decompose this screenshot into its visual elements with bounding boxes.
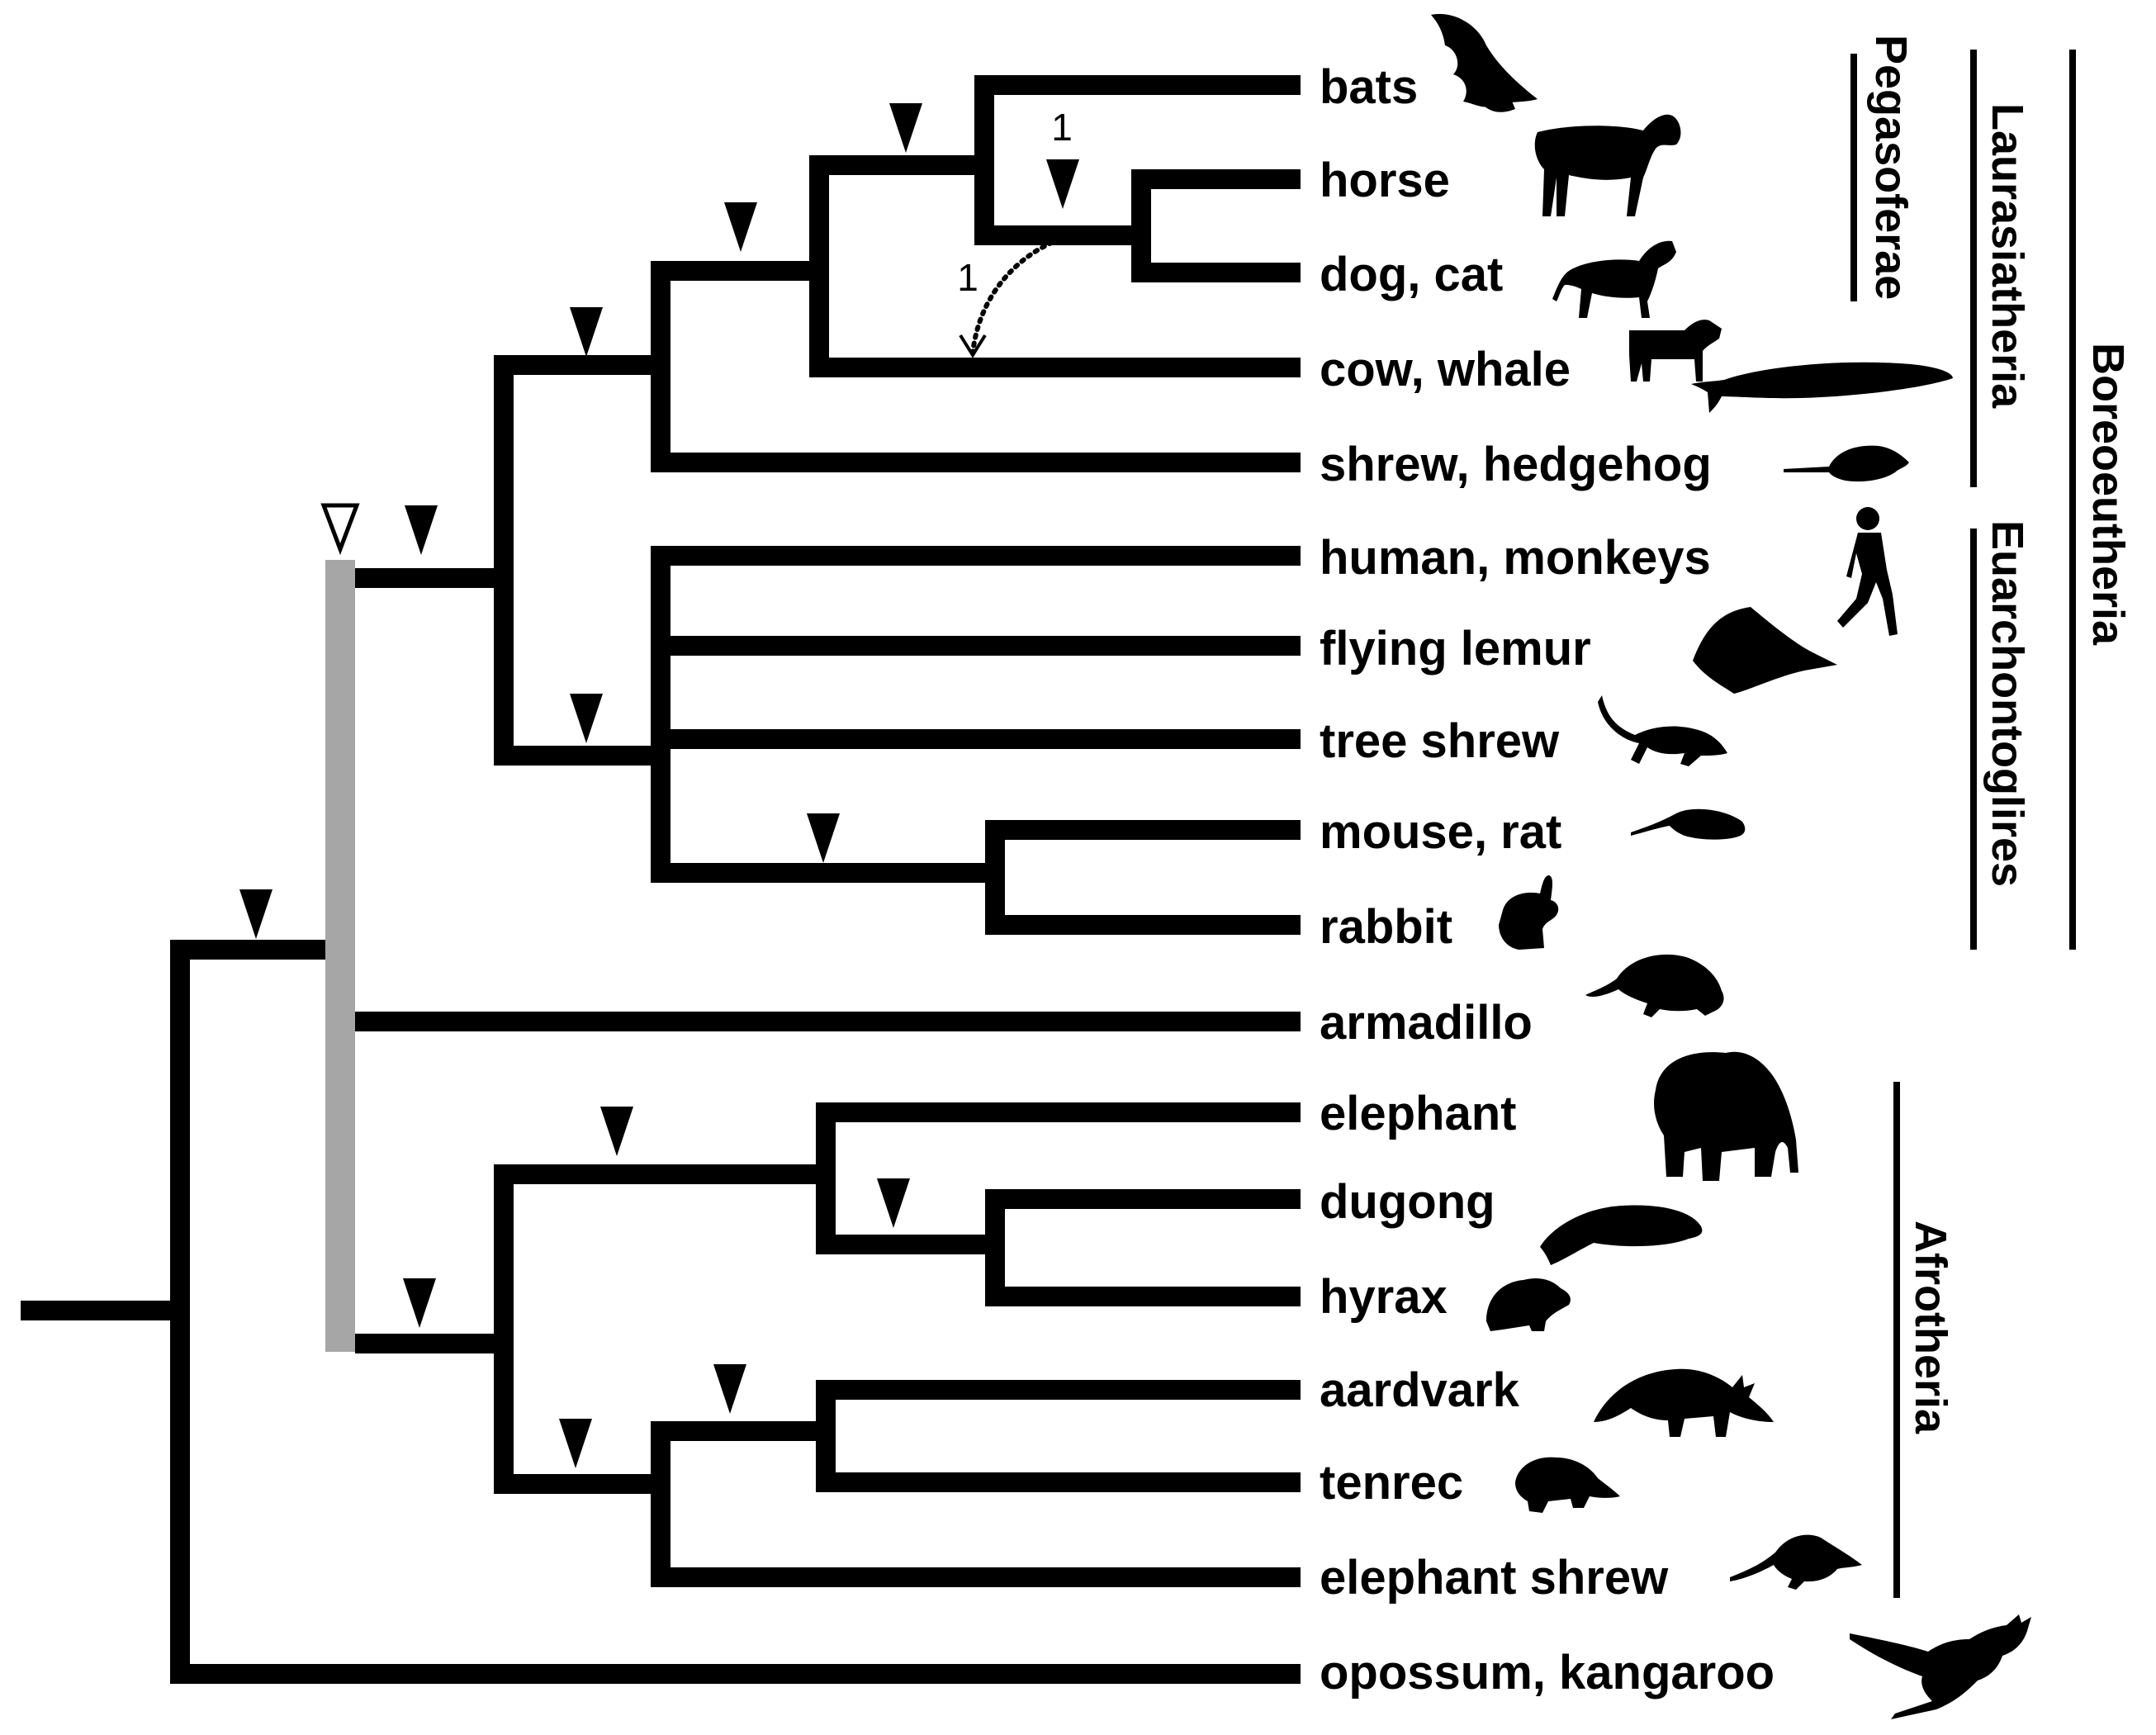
clade-labels: Pegasoferae Laurasiatheria Euarchontogli… (1866, 35, 2133, 1434)
marker-glires (807, 813, 840, 863)
animal-silhouettes (1431, 13, 2031, 1719)
clade-bars (1850, 50, 2076, 1598)
taxon-label-hyrax: hyrax (1320, 1270, 1448, 1324)
marker-dugong-hyrax (877, 1178, 910, 1228)
taxon-label-opossum-kangaroo: opossum, kangaroo (1320, 1646, 1775, 1699)
clade-label-euarchontoglires: Euarchontoglires (1983, 520, 2032, 887)
dotted-transfer-arrow (970, 237, 1062, 356)
event-label-target: 1 (957, 256, 978, 299)
shrew-silhouette-icon (1784, 445, 1909, 482)
marker-open-placentalia (320, 503, 360, 556)
kangaroo-silhouette-icon (1850, 1614, 2031, 1719)
armadillo-silhouette-icon (1585, 954, 1724, 1017)
marker-afroinsectiphilia (559, 1419, 592, 1468)
flying-lemur-silhouette-icon (1693, 607, 1837, 694)
taxon-label-armadillo: armadillo (1320, 996, 1533, 1050)
mouse-silhouette-icon (1631, 808, 1746, 840)
taxon-label-human-monkeys: human, monkeys (1320, 531, 1711, 585)
event-markers (239, 103, 1079, 1468)
taxon-label-aardvark: aardvark (1320, 1363, 1520, 1417)
clade-label-laurasiatheria: Laurasiatheria (1983, 103, 2032, 409)
tenrec-silhouette-icon (1515, 1457, 1620, 1513)
taxon-labels: bats horse dog, cat cow, whale shrew, he… (1320, 60, 1775, 1699)
marker-pegasoferae (889, 103, 922, 153)
taxon-label-dugong: dugong (1320, 1175, 1495, 1229)
arrowhead-icon (959, 334, 987, 358)
clade-label-pegasoferae: Pegasoferae (1866, 35, 1916, 300)
taxon-label-shrew-hedgehog: shrew, hedgehog (1320, 438, 1712, 491)
elephant-shrew-silhouette-icon (1730, 1534, 1862, 1590)
clade-label-boreoeutheria: Boreoeutheria (2083, 343, 2133, 646)
taxon-label-rabbit: rabbit (1320, 900, 1452, 954)
event-label-source: 1 (1051, 106, 1073, 149)
marker-placental-stem (239, 889, 272, 939)
taxon-label-horse: horse (1320, 154, 1450, 207)
tree-shrew-silhouette-icon (1598, 695, 1727, 766)
taxon-label-elephant-shrew: elephant shrew (1320, 1551, 1669, 1605)
marker-horse-dogcat (1046, 159, 1079, 209)
clade-label-afrotheria: Afrotheria (1906, 1221, 1955, 1434)
elephant-silhouette-icon (1654, 1051, 1798, 1181)
whale-silhouette-icon (1691, 362, 1953, 413)
taxon-label-cow-whale: cow, whale (1320, 343, 1571, 396)
marker-scrotifera (724, 202, 757, 252)
taxon-label-mouse-rat: mouse, rat (1320, 805, 1561, 859)
marker-laurasiatheria (570, 307, 603, 357)
marker-euarchontoglires (570, 694, 603, 743)
marker-paenungulata (600, 1107, 633, 1156)
taxon-label-bats: bats (1320, 60, 1418, 114)
taxon-label-tree-shrew: tree shrew (1320, 714, 1560, 768)
hyrax-silhouette-icon (1486, 1278, 1571, 1331)
marker-boreoeutheria (405, 505, 438, 555)
taxon-label-flying-lemur: flying lemur (1320, 622, 1591, 676)
aardvark-silhouette-icon (1594, 1368, 1774, 1437)
taxon-label-elephant: elephant (1320, 1087, 1517, 1140)
taxon-label-tenrec: tenrec (1320, 1456, 1463, 1510)
human-silhouette-icon (1837, 507, 1898, 636)
horse-silhouette-icon (1534, 114, 1681, 216)
dugong-silhouette-icon (1540, 1205, 1703, 1265)
cow-silhouette-icon (1629, 320, 1722, 382)
tree-branches (21, 75, 1301, 1684)
marker-afrotheria (403, 1278, 436, 1328)
dog-silhouette-icon (1552, 240, 1676, 318)
rabbit-silhouette-icon (1499, 875, 1559, 950)
taxon-label-dogcat: dog, cat (1320, 248, 1503, 301)
bat-silhouette-icon (1431, 13, 1538, 112)
marker-aardvark-tenrec (713, 1364, 746, 1414)
